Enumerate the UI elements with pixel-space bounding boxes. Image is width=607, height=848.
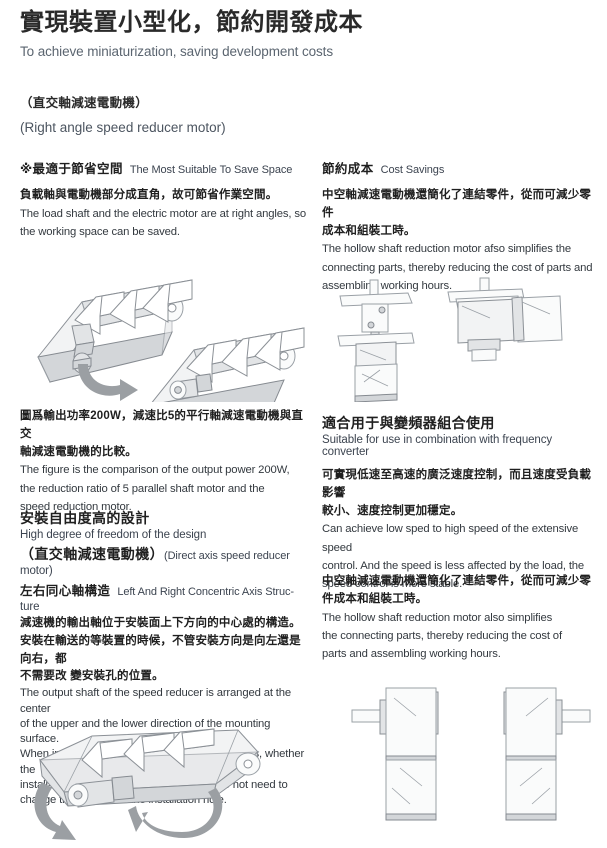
figure-conveyor-mounting-directions <box>20 722 310 848</box>
section-subheading: （直交軸減速電動機）(Direct axis speed reducer <box>20 544 310 564</box>
paragraph-en-line-1: Can achieve low sped to high speed of th… <box>322 523 579 554</box>
paragraph-cn-line-3: 不需要改 變安裝孔的位置。 <box>20 670 164 683</box>
section-heading-cn: 左右同心軸構造 <box>20 584 111 598</box>
page-title-en: To achieve miniaturization, saving devel… <box>20 44 333 59</box>
rotation-arrow-left-icon <box>34 782 76 840</box>
paragraph-cn-line-1: 中空軸減速電動機還簡化了連結零件，從而可減少零 <box>322 575 592 587</box>
section-heading-en: The Most Suitable To Save Space <box>129 164 293 176</box>
paragraph-en-line-2: connecting parts, thereby reducing the c… <box>322 261 593 274</box>
conveyor-body <box>39 728 261 808</box>
section-heading: 節約成本 Cost Savings <box>322 158 602 178</box>
paragraph-en-line-3: assembling working hours. <box>322 280 452 293</box>
caption-en-line-3: speed reduction motor. <box>20 501 132 514</box>
paragraph-en-line-3: parts and assembling working hours. <box>322 648 501 661</box>
section-subheading-en: (Direct axis speed reducer <box>164 550 290 562</box>
paragraph-cn-line-2: 較小、速度控制更加穩定。 <box>322 504 463 517</box>
section-heading: 左右同心軸構造 Left And Right Concentric Axis St… <box>20 580 310 600</box>
paragraph-cn-line-2: 件成本和組裝工時。 <box>322 592 428 605</box>
paragraph-cn-line-2: 成本和組裝工時。 <box>322 224 416 237</box>
paragraph-en-line-1: The hollow shaft reduction motor also si… <box>322 611 553 624</box>
conveyor-upper <box>37 279 193 383</box>
paragraph-cn-line-2: 安裝在輸送的等裝置的時候，不管安裝方向是向左還是向右，都 <box>20 634 301 665</box>
paragraph-en-line-2: control. And the speed is less affected … <box>322 560 585 573</box>
section-heading-cn: 節約成本 <box>322 162 374 176</box>
section-heading-cn: ※最適于節省空間 <box>20 162 123 176</box>
section-hollow-shaft-cost: 中空軸減速電動機還簡化了連結零件，從而可減少零 件成本和組裝工時。 The ho… <box>322 573 602 664</box>
paragraph-en-line-2: the working space can be saved. <box>20 226 180 239</box>
section-heading-en-cont: ture <box>20 601 40 613</box>
paragraph-en-line-2: the connecting parts, thereby reducing t… <box>322 629 562 642</box>
paragraph-cn-line-1: 可實現低速至高速的廣泛速度控制，而且速度受負載影響 <box>322 469 592 499</box>
section-cost-savings: 節約成本 Cost Savings 中空軸減速電動機還簡化了連結零件，從而可減少零… <box>322 158 602 295</box>
flow-arrow-icon <box>78 364 138 401</box>
rotation-arrow-right-icon <box>128 788 223 838</box>
section-subheading-cn: （直交軸減速電動機） <box>20 546 164 562</box>
page-subtitle-en: (Right angle speed reducer motor) <box>20 120 226 135</box>
section-heading-en: High degree of freedom of the design <box>20 529 207 541</box>
paragraph-en-line-2: of the upper and the lower direction of … <box>20 717 271 745</box>
page-subtitle-cn: （直交軸減速電動機） <box>20 96 149 110</box>
page-header: 實現裝置小型化，節約開發成本 To achieve miniaturizatio… <box>20 8 590 59</box>
gearmotor-left <box>351 687 439 821</box>
paragraph-cn-line-1: 減速機的輸出軸位于安裝面上下方向的中心處的構造。 <box>20 617 301 629</box>
section-heading-en: Cost Savings <box>380 164 445 176</box>
section-design-freedom: 安裝自由度高的設計 High degree of freedom of the … <box>20 508 310 577</box>
section-frequency-converter: 適合用于與變頻器組合使用 Suitable for use in combina… <box>322 413 602 594</box>
figure-motor-pair <box>322 270 602 402</box>
section-heading-en: Left And Right Concentric Axis Struc- <box>117 586 294 598</box>
caption-cn-line-1: 圖爲輸出功率200W，減速比5的平行軸減速電動機與直交 <box>20 410 304 440</box>
figure-caption-comparison: 圖爲輸出功率200W，減速比5的平行軸減速電動機與直交 軸減速電動機的比較。 T… <box>20 408 310 516</box>
paragraph-en-line-1: The load shaft and the electric motor ar… <box>20 207 306 220</box>
section-heading-cn: 安裝自由度高的設計 <box>20 510 150 526</box>
motor-vertical <box>337 279 415 402</box>
section-heading-en: Suitable for use in combination with fre… <box>322 434 553 458</box>
gearmotor-right <box>503 687 591 821</box>
paragraph-en-line-1: The hollow shaft reduction motor afso si… <box>322 243 572 256</box>
page-subtitle: （直交軸減速電動機） (Right angle speed reducer mo… <box>20 92 420 135</box>
section-heading-cn: 適合用于與變頻器組合使用 <box>322 415 495 431</box>
motor-right-angle <box>447 277 563 362</box>
caption-en-line-2: the reduction ratio of 5 parallel shaft … <box>20 482 265 495</box>
paragraph-cn-line-1: 中空軸減速電動機還簡化了連結零件，從而可減少零件 <box>322 189 592 219</box>
paragraph-en-line-3: speed control is more stable. <box>322 578 463 591</box>
figure-mirrored-gearmotors <box>340 668 602 848</box>
page-title-cn: 實現裝置小型化，節約開發成本 <box>20 9 363 36</box>
figure-conveyor-comparison <box>20 272 310 402</box>
caption-en-line-1: The figure is the comparison of the outp… <box>20 464 290 477</box>
section-heading: ※最適于節省空間 The Most Suitable To Save Space <box>20 158 310 178</box>
conveyor-lower <box>151 327 305 402</box>
paragraph-en-line-1: The output shaft of the speed reducer is… <box>20 687 292 715</box>
section-subheading-en-cont: motor) <box>20 565 53 577</box>
caption-cn-line-2: 軸減速電動機的比較。 <box>20 445 137 458</box>
paragraph-cn: 負載軸與電動機部分成直角，故可節省作業空間。 <box>20 189 278 201</box>
